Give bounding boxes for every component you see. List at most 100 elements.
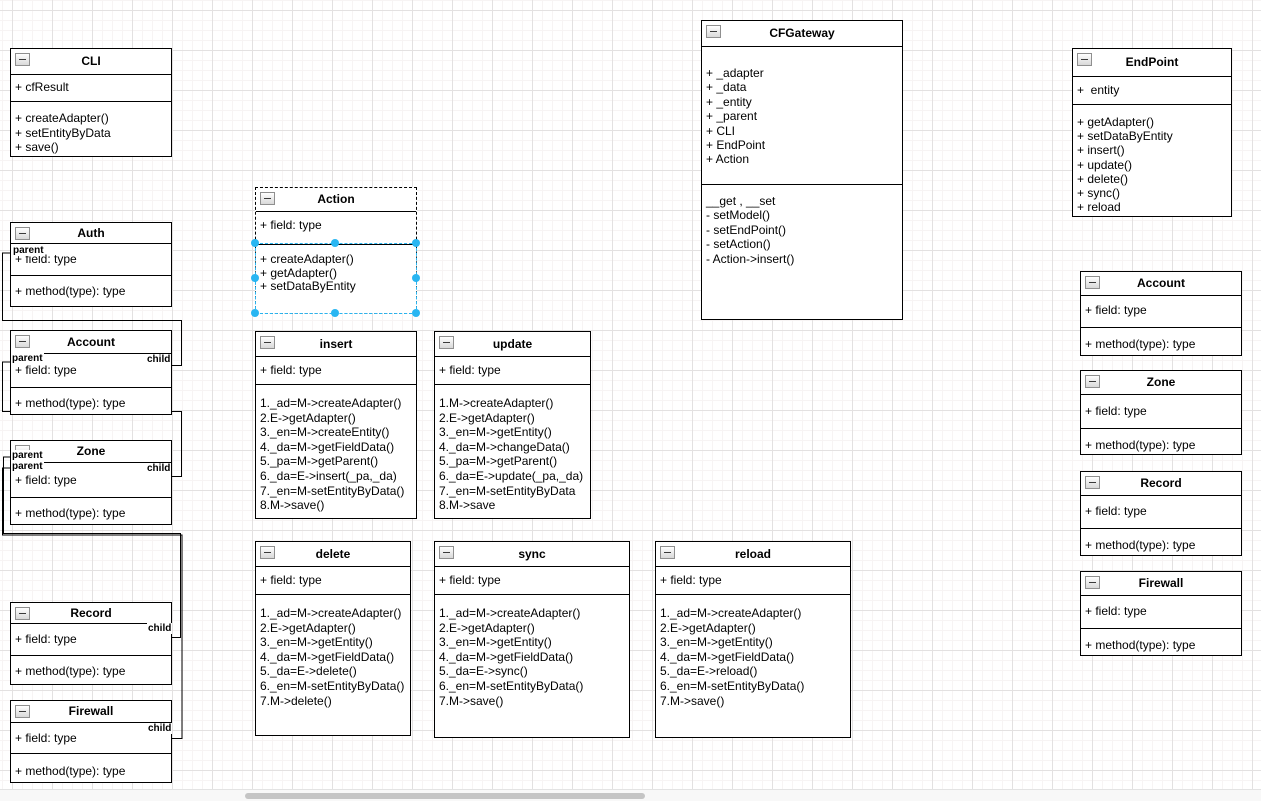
- scrollbar-thumb[interactable]: [245, 793, 645, 799]
- methods-compartment[interactable]: + getAdapter()+ setDataByEntity+ insert(…: [1073, 105, 1231, 214]
- collapse-icon[interactable]: [15, 227, 30, 240]
- class-insert[interactable]: insert + field: type 1._ad=M->createAdap…: [255, 331, 417, 519]
- fields-compartment[interactable]: + field: type: [11, 624, 171, 656]
- class-header: CFGateway: [702, 21, 902, 47]
- methods-compartment[interactable]: __get , __set- setModel()- setEndPoint()…: [702, 185, 902, 266]
- collapse-icon[interactable]: [1085, 476, 1100, 489]
- edge-label-child[interactable]: child: [147, 623, 173, 634]
- class-cli[interactable]: CLI + cfResult + createAdapter()+ setEnt…: [10, 48, 172, 157]
- connector-auth-account[interactable]: [2, 252, 182, 366]
- methods-compartment[interactable]: + createAdapter()+ setEntityByData+ save…: [11, 102, 171, 155]
- fields-compartment[interactable]: + field: type: [435, 567, 629, 595]
- collapse-icon[interactable]: [1085, 375, 1100, 388]
- collapse-icon[interactable]: [260, 546, 275, 559]
- methods-compartment[interactable]: 1._ad=M->createAdapter()2.E->getAdapter(…: [656, 595, 850, 708]
- horizontal-scrollbar[interactable]: [0, 789, 1261, 801]
- class-record-left[interactable]: Record + field: type + method(type): typ…: [10, 602, 172, 685]
- collapse-icon[interactable]: [15, 335, 30, 348]
- methods-compartment[interactable]: + method(type): type: [1081, 629, 1241, 653]
- class-account-left[interactable]: Account + field: type + method(type): ty…: [10, 330, 172, 415]
- methods-compartment[interactable]: + createAdapter()+ getAdapter()+ setData…: [256, 245, 416, 294]
- selection-handle-nw[interactable]: [251, 239, 259, 247]
- selection-handle-sw[interactable]: [251, 309, 259, 317]
- fields-compartment[interactable]: + field: type: [256, 567, 410, 595]
- methods-compartment[interactable]: + method(type): type: [11, 276, 171, 299]
- fields-compartment[interactable]: + field: type: [435, 357, 590, 385]
- fields-compartment[interactable]: + field: type: [1081, 296, 1241, 328]
- method-line: + reload: [1077, 200, 1121, 215]
- class-zone-left[interactable]: Zone + field: type + method(type): type: [10, 440, 172, 525]
- field-line: + _adapter: [706, 66, 764, 80]
- edge-label-parent[interactable]: parent: [11, 353, 44, 364]
- selection-handle-w[interactable]: [251, 274, 259, 282]
- edge-label-parent[interactable]: parent: [11, 461, 44, 472]
- class-zone-right[interactable]: Zone + field: type + method(type): type: [1080, 370, 1242, 455]
- class-reload[interactable]: reload + field: type 1._ad=M->createAdap…: [655, 541, 851, 738]
- fields-compartment[interactable]: + field: type: [256, 357, 416, 385]
- collapse-icon[interactable]: [1077, 53, 1092, 66]
- methods-compartment[interactable]: + method(type): type: [11, 498, 171, 521]
- edge-label-parent[interactable]: parent: [12, 245, 45, 256]
- method-line: 5._pa=M->getParent(): [439, 454, 558, 469]
- selection-handle-n[interactable]: [331, 239, 339, 247]
- selection-handle-ne[interactable]: [412, 239, 420, 247]
- selection-handle-s[interactable]: [331, 309, 339, 317]
- method-line: + method(type): type: [15, 284, 126, 298]
- collapse-icon[interactable]: [260, 192, 275, 205]
- fields-compartment[interactable]: + field: type: [1081, 496, 1241, 529]
- method-line: 2.E->getAdapter(): [260, 620, 356, 635]
- collapse-icon[interactable]: [15, 53, 30, 66]
- edge-label-child[interactable]: child: [146, 463, 172, 474]
- fields-compartment[interactable]: + field: type: [656, 567, 850, 595]
- connector-zone-record[interactable]: [3, 456, 181, 638]
- collapse-icon[interactable]: [15, 705, 30, 718]
- fields-compartment[interactable]: + field: type: [11, 354, 171, 388]
- class-account-right[interactable]: Account + field: type + method(type): ty…: [1080, 271, 1242, 356]
- collapse-icon[interactable]: [260, 336, 275, 349]
- class-delete[interactable]: delete + field: type 1._ad=M->createAdap…: [255, 541, 411, 736]
- collapse-icon[interactable]: [439, 546, 454, 559]
- fields-compartment[interactable]: + field: type: [1081, 596, 1241, 629]
- collapse-icon[interactable]: [660, 546, 675, 559]
- fields-compartment[interactable]: + entity: [1073, 77, 1231, 105]
- fields-compartment[interactable]: + field: type: [11, 463, 171, 498]
- class-action[interactable]: Action + field: type + createAdapter()+ …: [255, 187, 417, 314]
- collapse-icon[interactable]: [439, 336, 454, 349]
- collapse-icon[interactable]: [706, 25, 721, 38]
- class-cfgateway[interactable]: CFGateway + _adapter+ _data+ _entity+ _p…: [701, 20, 903, 320]
- class-record-right[interactable]: Record + field: type + method(type): typ…: [1080, 471, 1242, 556]
- methods-compartment[interactable]: + method(type): type: [1081, 429, 1241, 453]
- methods-compartment[interactable]: + method(type): type: [11, 754, 171, 779]
- selection-handle-se[interactable]: [412, 309, 420, 317]
- methods-compartment[interactable]: 1.M->createAdapter()2.E->getAdapter()3._…: [435, 385, 590, 513]
- fields-compartment[interactable]: + cfResult: [11, 75, 171, 102]
- class-endpoint[interactable]: EndPoint + entity + getAdapter()+ setDat…: [1072, 48, 1232, 217]
- methods-compartment[interactable]: 1._ad=M->createAdapter()2.E->getAdapter(…: [256, 595, 410, 708]
- field-line: + field: type: [15, 473, 77, 487]
- fields-compartment[interactable]: + field: type: [11, 723, 171, 754]
- methods-compartment[interactable]: + method(type): type: [11, 656, 171, 679]
- edge-label-parent[interactable]: parent: [11, 450, 44, 461]
- methods-compartment[interactable]: + method(type): type: [11, 388, 171, 411]
- class-sync[interactable]: sync + field: type 1._ad=M->createAdapte…: [434, 541, 630, 738]
- methods-compartment[interactable]: + method(type): type: [1081, 529, 1241, 553]
- methods-compartment[interactable]: 1._ad=M->createAdapter()2.E->getAdapter(…: [256, 385, 416, 513]
- class-auth[interactable]: Auth + field: type + method(type): type: [10, 222, 172, 307]
- method-line: 8.M->save: [439, 498, 496, 513]
- connector-zone-firewall[interactable]: [2, 467, 183, 739]
- methods-compartment[interactable]: 1._ad=M->createAdapter()2.E->getAdapter(…: [435, 595, 629, 708]
- class-firewall-left[interactable]: Firewall + field: type + method(type): t…: [10, 700, 172, 783]
- class-firewall-right[interactable]: Firewall + field: type + method(type): t…: [1080, 571, 1242, 656]
- edge-label-child[interactable]: child: [147, 723, 173, 734]
- collapse-icon[interactable]: [1085, 576, 1100, 589]
- class-update[interactable]: update + field: type 1.M->createAdapter(…: [434, 331, 591, 519]
- edge-label-child[interactable]: child: [146, 354, 172, 365]
- fields-compartment[interactable]: + field: type: [1081, 395, 1241, 429]
- method-line: + method(type): type: [15, 664, 126, 678]
- collapse-icon[interactable]: [1085, 276, 1100, 289]
- fields-compartment[interactable]: + _adapter+ _data+ _entity+ _parent+ CLI…: [702, 47, 902, 185]
- selection-handle-e[interactable]: [412, 274, 420, 282]
- methods-compartment[interactable]: + method(type): type: [1081, 328, 1241, 352]
- collapse-icon[interactable]: [15, 607, 30, 620]
